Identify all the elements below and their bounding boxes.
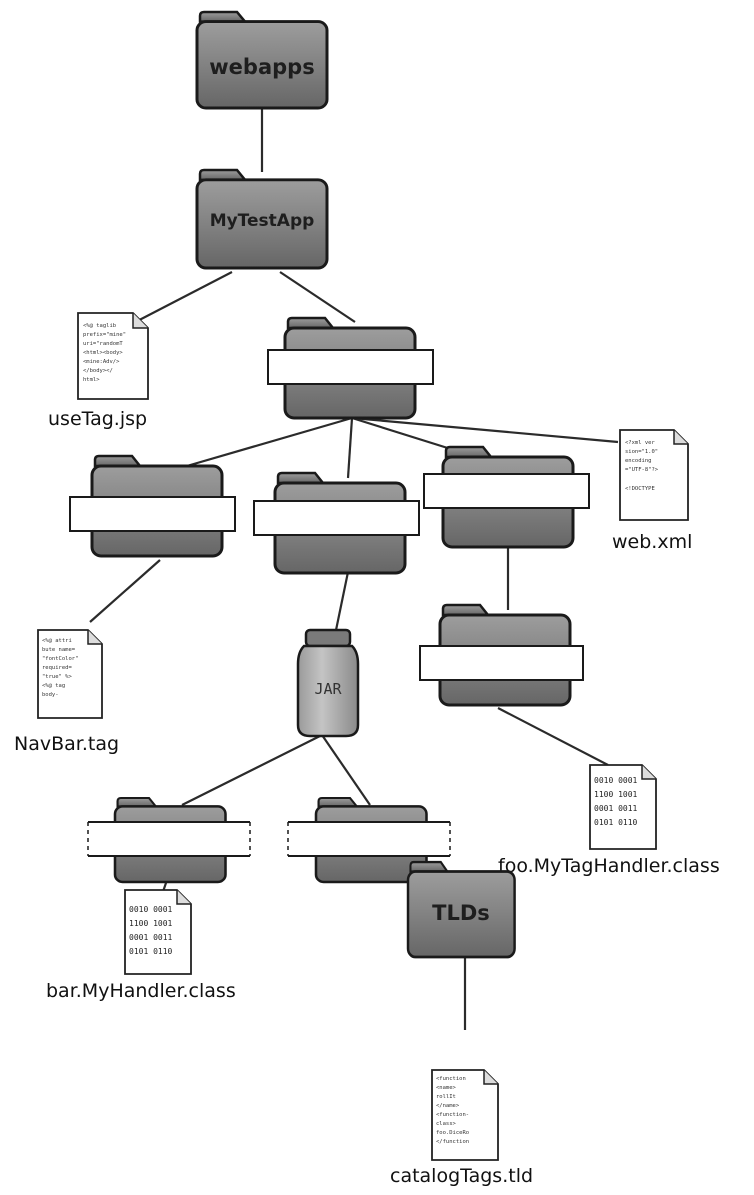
bar-class-file-icon: 0010 0001 1100 1001 0001 0011 0101 0110	[124, 889, 192, 975]
jar-icon: JAR	[296, 628, 360, 738]
catalog-tld-file-icon: <function <name> rollIt </name> <functio…	[431, 1069, 499, 1161]
bar-binary-line: 0101 0110	[129, 947, 173, 956]
svg-text:="UTF-8"?>: ="UTF-8"?>	[625, 467, 659, 473]
svg-text:rollIt: rollIt	[436, 1094, 456, 1100]
tlds-folder-label: TLDs	[432, 901, 490, 925]
svg-text:foo.DiceRo: foo.DiceRo	[436, 1130, 469, 1136]
svg-text:</function: </function	[436, 1139, 469, 1145]
svg-text:class>: class>	[436, 1121, 457, 1127]
foo-binary-line: 0101 0110	[594, 818, 638, 827]
svg-text:sion="1.0": sion="1.0"	[625, 449, 658, 455]
mytestapp-folder-icon: MyTestApp	[195, 168, 329, 270]
foo-blank-label-box	[419, 645, 584, 681]
svg-text:html>: html>	[83, 377, 100, 383]
foo-class-label: foo.MyTagHandler.class	[498, 855, 720, 877]
svg-text:uri="randomT: uri="randomT	[83, 341, 123, 347]
foo-binary-line: 0001 0011	[594, 804, 638, 813]
bar-binary-line: 0010 0001	[129, 905, 173, 914]
web-xml-file-icon: <?xml ver sion="1.0" encoding ="UTF-8"?>…	[619, 429, 689, 521]
web-xml-label: web.xml	[612, 531, 692, 553]
bar-class-label: bar.MyHandler.class	[46, 980, 236, 1002]
svg-text:<html><body>: <html><body>	[83, 350, 123, 356]
svg-text:</name>: </name>	[436, 1103, 460, 1109]
jar-label: JAR	[314, 680, 342, 698]
svg-text:bute name=: bute name=	[42, 647, 76, 653]
meta-inf-blank-label-box	[287, 821, 451, 857]
svg-text:<%@ attri: <%@ attri	[42, 638, 72, 644]
foo-binary-line: 1100 1001	[594, 790, 638, 799]
svg-text:prefix="mine": prefix="mine"	[83, 332, 126, 338]
foo-class-file-icon: 0010 0001 1100 1001 0001 0011 0101 0110	[589, 764, 657, 850]
svg-text:<mine:Adv/>: <mine:Adv/>	[83, 359, 120, 365]
svg-text:"true" %>: "true" %>	[42, 674, 72, 680]
tlds-folder-icon: TLDs	[406, 860, 517, 959]
svg-text:encoding: encoding	[625, 458, 652, 464]
foo-binary-line: 0010 0001	[594, 776, 638, 785]
webapps-folder-label: webapps	[209, 55, 314, 79]
bar-binary-line: 0001 0011	[129, 933, 173, 942]
catalog-tld-label: catalogTags.tld	[390, 1165, 533, 1187]
svg-text:</body></: </body></	[83, 368, 113, 374]
web-inf-blank-label-box	[267, 349, 434, 385]
usetag-jsp-file-icon: <%@ taglib prefix="mine" uri="randomT <h…	[77, 312, 149, 400]
navbar-tag-label: NavBar.tag	[14, 733, 119, 755]
svg-text:<function: <function	[436, 1076, 466, 1082]
usetag-jsp-label: useTag.jsp	[48, 408, 147, 430]
svg-text:<%@ taglib: <%@ taglib	[83, 323, 116, 329]
lib-blank-label-box	[253, 500, 420, 536]
webapps-folder-icon: webapps	[195, 10, 329, 110]
bar-blank-label-box	[87, 821, 251, 857]
svg-text:"fontColor": "fontColor"	[42, 656, 78, 662]
svg-text:<?xml ver: <?xml ver	[625, 440, 655, 446]
svg-text:<name>: <name>	[436, 1085, 457, 1091]
classes-blank-label-box	[423, 473, 590, 509]
navbar-tag-file-icon: <%@ attri bute name= "fontColor" require…	[37, 629, 103, 719]
svg-text:<!DOCTYPE: <!DOCTYPE	[625, 486, 655, 492]
mytestapp-folder-label: MyTestApp	[210, 211, 315, 231]
svg-text:<function-: <function-	[436, 1112, 469, 1118]
svg-text:required=: required=	[42, 665, 72, 671]
svg-text:<%@ tag: <%@ tag	[42, 683, 65, 689]
tags-blank-label-box	[69, 496, 236, 532]
svg-text:body-: body-	[42, 692, 59, 698]
bar-binary-line: 1100 1001	[129, 919, 173, 928]
